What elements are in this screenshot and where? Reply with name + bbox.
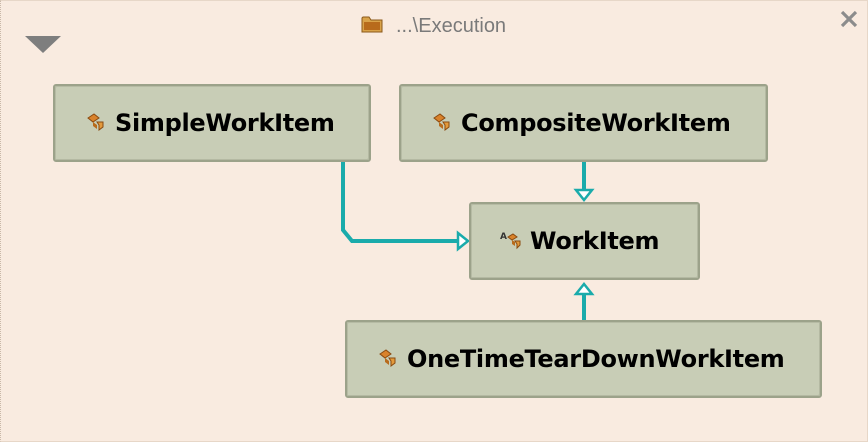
folder-path: ...\Execution — [396, 15, 507, 37]
chevron-down-icon[interactable] — [25, 36, 61, 53]
class-name: OneTimeTearDownWorkItem — [407, 345, 785, 373]
class-node-compositeworkitem[interactable]: CompositeWorkItem — [399, 84, 768, 162]
class-node-workitem[interactable]: A WorkItem — [469, 202, 700, 280]
svg-text:A: A — [500, 232, 507, 242]
class-name: CompositeWorkItem — [461, 109, 731, 137]
close-icon[interactable] — [838, 8, 860, 30]
abstract-class-icon: A — [500, 232, 521, 250]
diagram-header: ...\Execution — [0, 8, 868, 42]
class-node-onetimeteardownworkitem[interactable]: OneTimeTearDownWorkItem — [345, 320, 822, 398]
class-node-simpleworkitem[interactable]: SimpleWorkItem — [53, 84, 371, 162]
class-icon — [87, 113, 104, 131]
class-icon — [433, 113, 450, 131]
class-name: SimpleWorkItem — [115, 109, 335, 137]
folder-icon — [361, 16, 383, 33]
class-icon — [379, 349, 396, 367]
class-name: WorkItem — [530, 227, 660, 255]
